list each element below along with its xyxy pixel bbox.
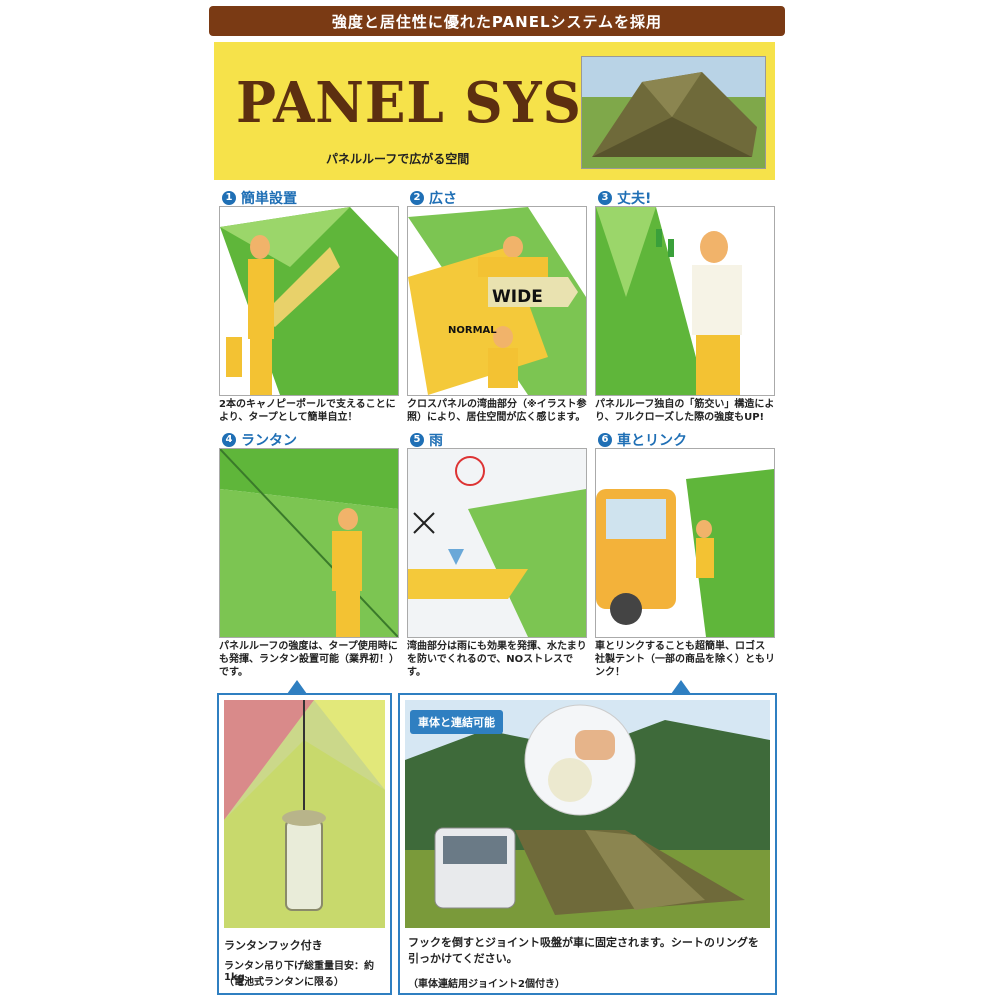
car-caption: フックを倒すとジョイント吸盤が車に固定されます。シートのリングを引っかけてくださ… xyxy=(408,936,759,965)
feature-title-4: 4 ランタン xyxy=(222,430,297,450)
feature-title-text: 車とリンク xyxy=(617,433,687,449)
feature-title-6: 6 車とリンク xyxy=(598,430,687,450)
feature-text-4: パネルルーフの強度は、タープ使用時にも発揮、ランタン設置可能（業界初！）です。 xyxy=(219,641,399,678)
feature-title-text: 丈夫! xyxy=(617,191,652,207)
rain-illustration xyxy=(407,448,587,638)
feature-title-text: ランタン xyxy=(241,433,297,449)
feature-title-3: 3 丈夫! xyxy=(598,188,651,208)
feature-text-6: 車とリンクすることも超簡単、ロゴス社製テント（一部の商品を除く）ともリンク！ xyxy=(595,641,775,678)
feature-title-2: 2 広さ xyxy=(410,188,457,208)
lantern-illustration xyxy=(219,448,399,638)
feature-text-1: 2本のキャノピーポールで支えることにより、タープとして簡単自立！ xyxy=(219,399,396,423)
feature-text-5: 湾曲部分は雨にも効果を発揮、水たまりを防いでくれるので、NOストレスです。 xyxy=(407,641,587,678)
feature-number: 6 xyxy=(598,433,612,447)
feature-text-3: パネルルーフ独自の「筋交い」構造により、フルクローズした際の強度もUP! xyxy=(595,399,775,423)
lantern-caption: ランタンフック付き xyxy=(224,939,323,952)
setup-illustration xyxy=(219,206,399,396)
header-banner: 強度と居住性に優れたPANELシステムを採用 xyxy=(209,6,785,36)
car-connect-badge: 車体と連結可能 xyxy=(410,710,503,734)
wide-illustration: WIDE NORMAL xyxy=(407,206,587,396)
feature-number: 5 xyxy=(410,433,424,447)
feature-number: 3 xyxy=(598,191,612,205)
wide-label: WIDE xyxy=(492,287,543,307)
feature-title-text: 広さ xyxy=(429,191,457,207)
strong-illustration xyxy=(595,206,775,396)
lantern-note-weight: ランタン吊り下げ総重量目安：約1kg xyxy=(224,961,374,983)
lantern-note-battery: （電池式ランタンに限る） xyxy=(224,977,344,988)
feature-number: 4 xyxy=(222,433,236,447)
hero-subtitle: パネルルーフで広がる空間 xyxy=(326,152,470,166)
feature-title-5: 5 雨 xyxy=(410,430,443,450)
lantern-photo xyxy=(224,700,385,928)
feature-number: 1 xyxy=(222,191,236,205)
feature-title-1: 1 簡単設置 xyxy=(222,188,297,208)
car-box: 車体と連結可能 フックを倒すとジョイント吸盤が車に固定されます。シートのリングを… xyxy=(398,693,777,995)
pointer-arrow-car xyxy=(671,680,691,694)
lantern-box: ランタンフック付き ランタン吊り下げ総重量目安：約1kg （電池式ランタンに限る… xyxy=(217,693,392,995)
feature-number: 2 xyxy=(410,191,424,205)
car-link-illustration xyxy=(595,448,775,638)
normal-label: NORMAL xyxy=(448,325,497,336)
feature-text-2: クロスパネルの湾曲部分（※イラスト参照）により、居住空間が広く感じます。 xyxy=(407,399,587,423)
feature-title-text: 雨 xyxy=(429,433,443,449)
feature-title-text: 簡単設置 xyxy=(241,191,297,207)
car-joint-note: （車体連結用ジョイント2個付き） xyxy=(408,979,565,990)
header-title: 強度と居住性に優れたPANELシステムを採用 xyxy=(331,12,663,31)
car-connection-photo xyxy=(405,700,770,928)
tent-photo xyxy=(581,56,766,169)
pointer-arrow-lantern xyxy=(287,680,307,694)
